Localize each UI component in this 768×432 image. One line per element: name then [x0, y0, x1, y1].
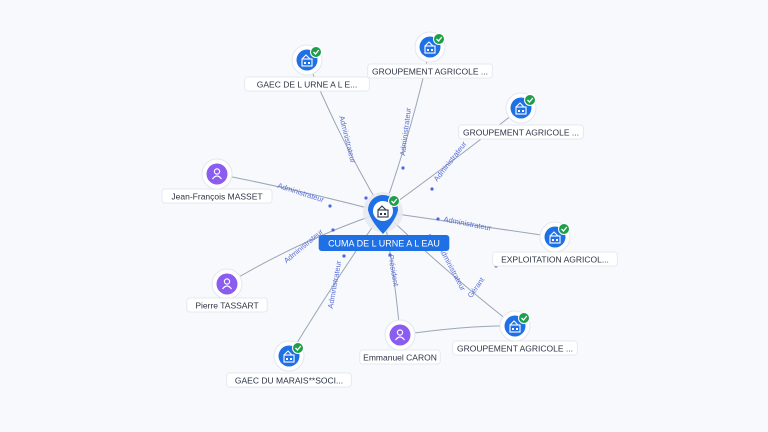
node-label-box — [244, 76, 370, 92]
edge-label: Administrateur — [443, 215, 493, 233]
building-icon — [301, 54, 313, 67]
company-node[interactable]: GROUPEMENT AGRICOLE ... — [367, 31, 493, 79]
edge-arrow — [364, 196, 368, 200]
verified-check-icon — [433, 33, 445, 45]
node-label: GROUPEMENT AGRICOLE ... — [463, 128, 579, 138]
edge-label: Gérant — [466, 275, 487, 300]
node-label: GROUPEMENT AGRICOLE ... — [457, 344, 573, 354]
verified-check-icon — [524, 94, 536, 106]
building-icon — [509, 320, 521, 333]
edge-arrow — [328, 204, 332, 208]
edge-label: Président — [386, 254, 401, 288]
edge-line — [382, 211, 516, 327]
verified-check-icon — [558, 223, 570, 235]
edge-label: Administrateur — [276, 181, 325, 205]
company-node[interactable]: GAEC DE L URNE A L E... — [244, 44, 370, 92]
edge-line — [226, 211, 384, 285]
edge-line — [382, 107, 522, 213]
node-label-box — [359, 349, 441, 365]
person-icon — [212, 168, 222, 180]
edge-label: Administrateur — [432, 139, 469, 183]
node-label: Pierre TASSART — [195, 301, 258, 311]
node-label-box — [367, 63, 493, 79]
company-node[interactable]: GAEC DU MARAIS**SOCI... — [226, 340, 352, 388]
node-label-box — [458, 124, 584, 140]
edge-line — [399, 325, 516, 336]
company-node[interactable]: EXPLOITATION AGRICOL... — [492, 221, 618, 267]
center-company-node[interactable]: CUMA DE L URNE A L EAU — [318, 192, 450, 251]
edge-line — [216, 173, 384, 213]
edge-arrow — [342, 254, 346, 258]
node-label: GAEC DE L URNE A L E... — [257, 80, 357, 90]
verified-check-icon — [292, 342, 304, 354]
edge-arrow — [436, 217, 440, 221]
building-icon — [549, 231, 561, 244]
node-label: GAEC DU MARAIS**SOCI... — [235, 376, 343, 386]
person-node[interactable]: Emmanuel CARON — [359, 319, 441, 365]
edge-line — [382, 211, 556, 238]
building-icon — [515, 102, 527, 115]
verified-check-icon — [388, 195, 400, 207]
edge-arrow — [430, 187, 434, 191]
edge-arrow — [331, 228, 335, 232]
edge-arrow — [388, 253, 392, 257]
building-icon — [283, 350, 295, 363]
edge-label: Administrateur — [326, 259, 343, 309]
node-label-box — [186, 297, 268, 313]
company-node[interactable]: GROUPEMENT AGRICOLE ... — [458, 92, 584, 140]
node-label: EXPLOITATION AGRICOL... — [501, 255, 609, 265]
edge-label: Administrateur — [398, 107, 413, 157]
person-icon — [222, 278, 232, 290]
node-label-box — [452, 340, 578, 356]
node-label-box — [161, 188, 273, 204]
person-node[interactable]: Pierre TASSART — [186, 268, 268, 313]
center-label: CUMA DE L URNE A L EAU — [328, 239, 440, 249]
node-label-box — [492, 251, 618, 267]
edge-label: Administrateur — [437, 245, 468, 292]
edge-label: Administrateur — [337, 115, 358, 165]
center-label-box — [318, 235, 450, 251]
building-icon — [424, 41, 436, 54]
building-icon — [377, 205, 389, 218]
node-label-box — [226, 372, 352, 388]
person-icon — [395, 329, 405, 341]
person-node[interactable]: Jean-François MASSET — [161, 158, 273, 204]
company-node[interactable]: GROUPEMENT AGRICOLE ... — [452, 310, 578, 356]
edge-arrow — [401, 166, 405, 170]
node-label: GROUPEMENT AGRICOLE ... — [372, 67, 488, 77]
node-label: Emmanuel CARON — [363, 353, 437, 363]
verified-check-icon — [310, 46, 322, 58]
verified-check-icon — [518, 312, 530, 324]
node-label: Jean-François MASSET — [171, 192, 262, 202]
